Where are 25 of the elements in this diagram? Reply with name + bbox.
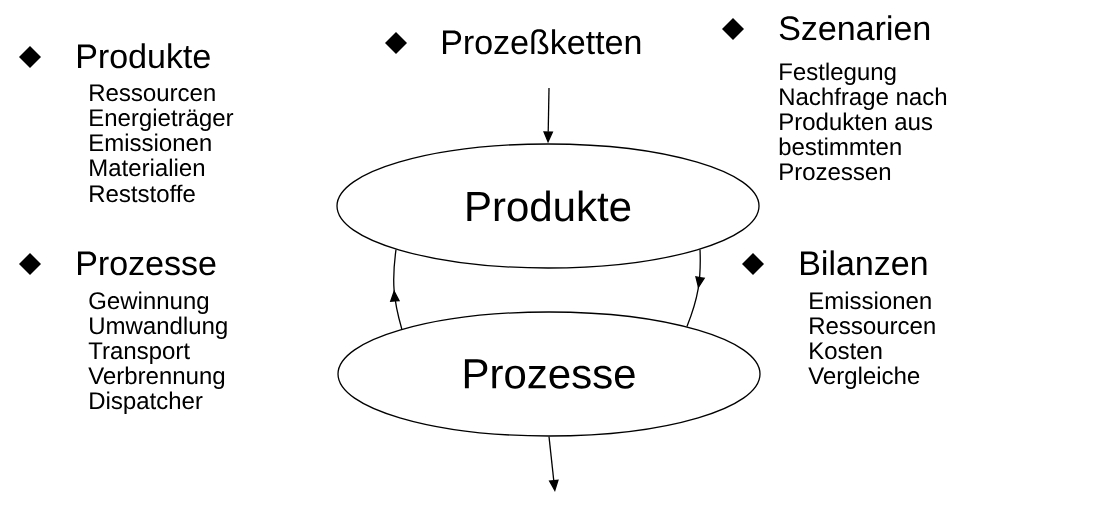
list-item: Energieträger	[90, 108, 234, 131]
list-item: Dispatcher	[90, 391, 203, 414]
heading: Prozesse	[78, 251, 216, 276]
list-item: bestimmten	[779, 137, 901, 156]
list-item: Verbrennung	[88, 366, 225, 389]
list-item: Produkten aus	[780, 112, 933, 131]
list-item: Nachfrage nach	[780, 87, 947, 110]
list-item: Ressourcen	[810, 317, 935, 335]
heading: Prozeßketten	[443, 29, 641, 55]
list-item: Emissionen	[810, 291, 931, 310]
heading: Produkte	[78, 43, 210, 69]
list-item: Ressourcen	[90, 84, 215, 102]
heading: Bilanzen	[801, 250, 927, 276]
list-item: Kosten	[810, 342, 882, 360]
arrow	[389, 248, 403, 330]
list-item: Umwandlung	[90, 316, 227, 339]
arrow	[686, 248, 706, 328]
list-item: Gewinnung	[89, 291, 209, 314]
list-item: Transport	[88, 342, 190, 364]
list-item: Festlegung	[780, 62, 896, 85]
list-item: Vergleiche	[808, 366, 920, 389]
list-item: Emissionen	[90, 133, 211, 152]
list-item: Reststoffe	[90, 184, 195, 203]
list-item: Materialien	[90, 158, 204, 177]
heading: Szenarien	[779, 15, 930, 41]
